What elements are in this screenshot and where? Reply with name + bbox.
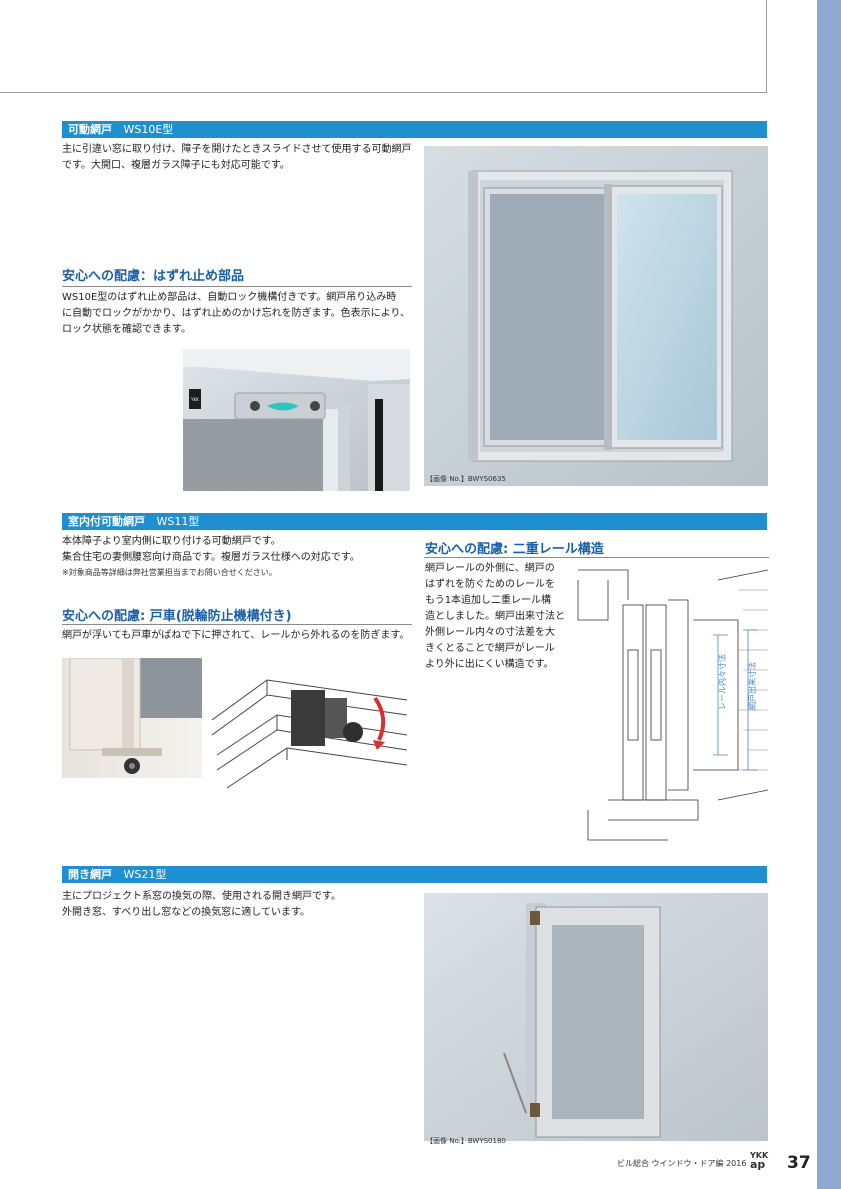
section-title: 室内付可動網戸 — [68, 515, 145, 528]
sliding-window-photo — [424, 146, 768, 486]
double-rail-section-drawing: レール内々寸法 網戸出来寸法 — [568, 560, 768, 850]
photo-caption: 【画像 No.】BWYS0635 — [426, 475, 506, 483]
ws10e-description: 主に引違い窓に取り付け、障子を開けたときスライドさせて使用する可動網戸 です。大… — [62, 144, 412, 171]
dim-label-rail-inner: レール内々寸法 — [717, 654, 727, 710]
publication-title: ビル総合 ウインドウ・ドア編 2016 — [617, 1159, 747, 1168]
section-title: 開き網戸 — [68, 868, 112, 881]
divider — [62, 286, 412, 287]
rail-heading: 安心への配慮: 二重レール構造 — [425, 542, 604, 557]
roller-photo — [62, 658, 202, 778]
divider — [424, 557, 769, 558]
section-bar-ws11: 室内付可動網戸 WS11型 — [62, 513, 767, 530]
ws11-note: ※対象商品等詳細は弊社営業担当までお問い合せください。 — [62, 568, 277, 577]
section-model: WS10E型 — [123, 123, 174, 136]
divider — [62, 624, 412, 625]
roller-cutaway-diagram — [207, 660, 415, 790]
dim-label-screen-size: 網戸出来寸法 — [747, 662, 757, 710]
roller-text: 網戸が浮いても戸車がばねで下に押されて、レールから外れるのを防ぎます。 — [62, 630, 410, 641]
page-number: 37 — [787, 1153, 811, 1173]
ws10e-safety-heading: 安心への配慮：はずれ止め部品 — [62, 269, 245, 284]
header-frame — [0, 0, 767, 93]
ws11-description: 本体障子より室内側に取り付ける可動網戸です。 集合住宅の妻側腰窓向け商品です。複… — [62, 536, 360, 563]
section-bar-ws10e: 可動網戸 WS10E型 — [62, 121, 767, 138]
section-model: WS21型 — [123, 868, 167, 881]
rail-text: 網戸レールの外側に、網戸の はずれを防ぐためのレールを もう1本追加し二重レール… — [425, 563, 565, 670]
ykk-ap-logo: YKK ap — [750, 1151, 769, 1171]
section-model: WS11型 — [156, 515, 200, 528]
hinged-screen-photo — [424, 893, 768, 1141]
roller-heading: 安心への配慮: 戸車(脱輪防止機構付き) — [62, 609, 292, 624]
svg-text:YKK: YKK — [190, 397, 199, 402]
photo-caption: 【画像 No.】BWYS0180 — [426, 1137, 506, 1145]
section-bar-ws21: 開き網戸 WS21型 — [62, 866, 767, 883]
section-title: 可動網戸 — [68, 123, 112, 136]
latch-closeup-photo: YKK — [183, 349, 410, 491]
side-color-strip — [817, 0, 841, 1189]
ws10e-safety-text: WS10E型のはずれ止め部品は、自動ロック機構付きです。網戸吊り込み時 に自動で… — [62, 292, 410, 335]
ws21-description: 主にプロジェクト系窓の換気の際、使用される開き網戸です。 外開き窓、すべり出し窓… — [62, 891, 341, 918]
